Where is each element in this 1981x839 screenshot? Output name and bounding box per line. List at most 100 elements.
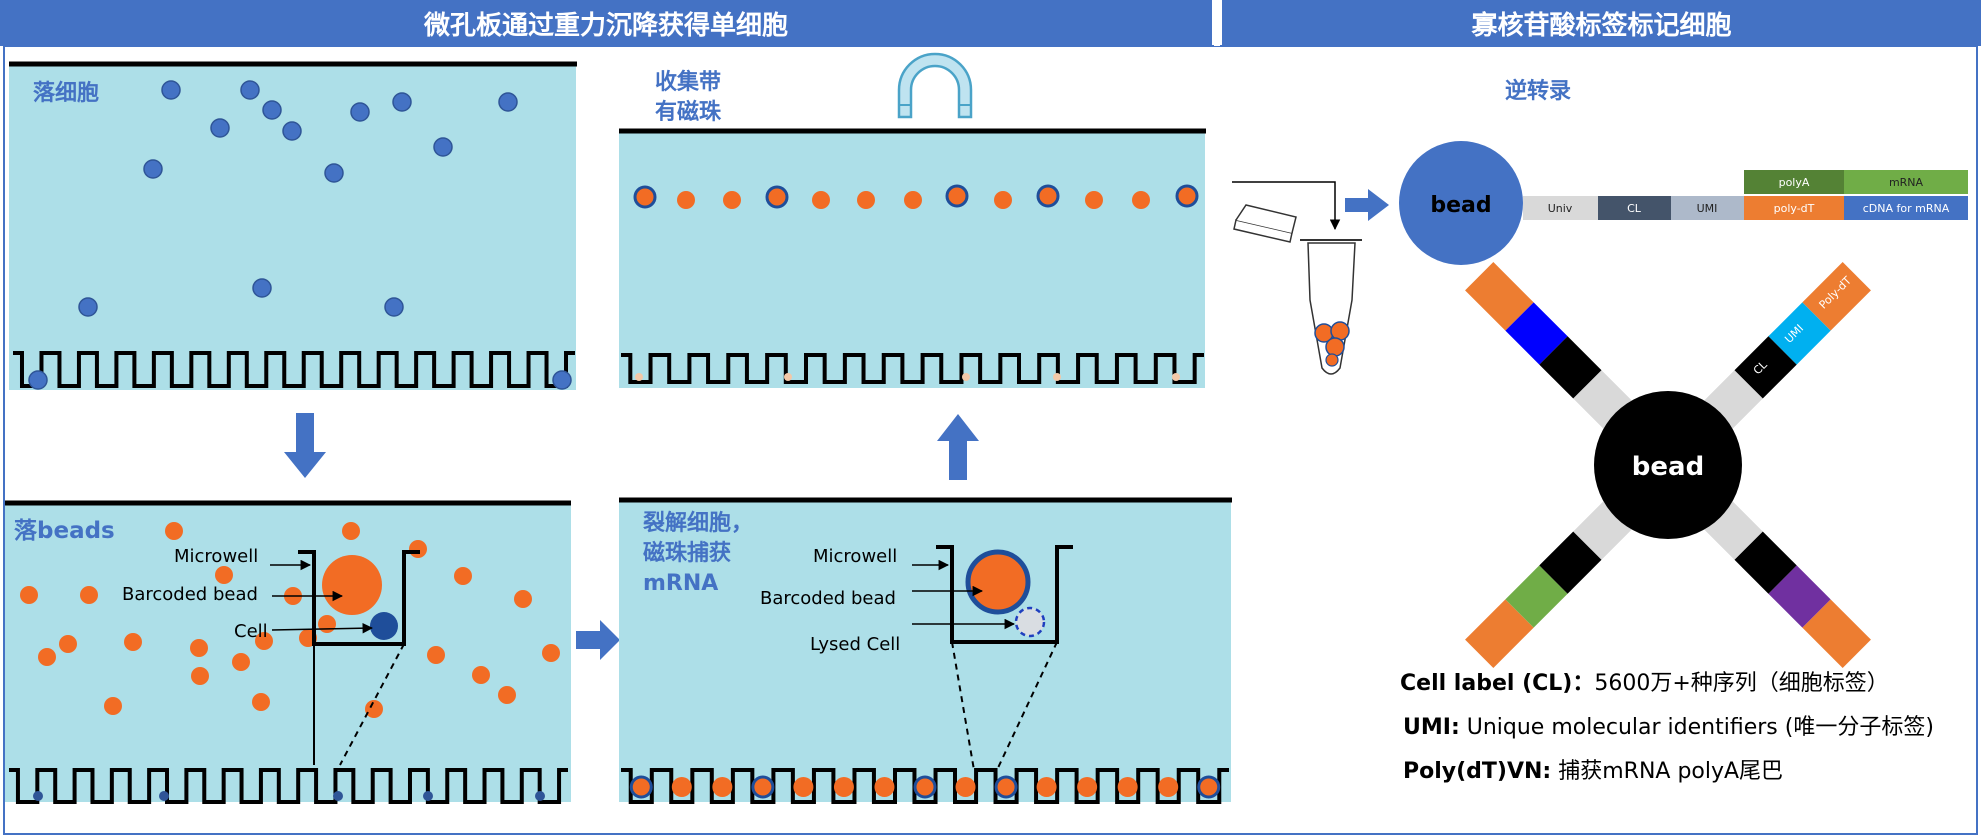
seg-polydt: poly-dT (1774, 202, 1815, 215)
settled-bead (1053, 373, 1061, 381)
bead (751, 775, 775, 799)
panel-lyse: Microwell Barcoded bead Lysed Cell 裂解细胞，… (619, 497, 1232, 804)
bead (542, 644, 560, 662)
bead (904, 191, 922, 209)
bead (994, 191, 1012, 209)
magnet-icon (897, 52, 973, 119)
bead-core-label: bead (1632, 452, 1704, 482)
seg-polya: polyA (1779, 176, 1810, 189)
bead-core (1594, 391, 1742, 539)
panel-title: 落细胞 (33, 80, 99, 106)
bead (514, 590, 532, 608)
legend-term: UMI: (1403, 715, 1460, 740)
bead (38, 648, 56, 666)
panel-title: 落beads (14, 518, 115, 544)
bead (1197, 775, 1221, 799)
cell (252, 278, 272, 298)
tube-icon (1233, 204, 1362, 375)
cell (282, 121, 302, 141)
microwell-strip (9, 768, 568, 804)
cell (392, 92, 412, 112)
cell (78, 297, 98, 317)
panel-title-line2: 磁珠捕获 (643, 540, 731, 566)
legend: Cell label (CL)：5600万+种序列（细胞标签） UMI: Uni… (1400, 671, 1934, 784)
bead-label: bead (1430, 193, 1491, 218)
bead (190, 639, 208, 657)
legend-desc: 5600万+种序列（细胞标签） (1594, 671, 1888, 696)
legend-desc: Unique molecular identifiers (唯一分子标签) (1460, 715, 1934, 740)
bead (409, 540, 427, 558)
bead (80, 586, 98, 604)
label-cell: Lysed Cell (810, 634, 900, 655)
bead (165, 522, 183, 540)
bead (104, 697, 122, 715)
cell (324, 163, 344, 183)
cell (433, 137, 453, 157)
bead (765, 185, 789, 209)
microwell-strip (13, 351, 575, 388)
bead (427, 646, 445, 664)
cell (28, 370, 48, 390)
microwell-strip (621, 768, 1229, 804)
bead (342, 522, 360, 540)
zoom-cell (370, 612, 398, 640)
bead (812, 191, 830, 209)
bead (833, 777, 854, 797)
legend-item-polydt: Poly(dT)VN: 捕获mRNA polyA尾巴 (1403, 759, 1783, 784)
label-bead: Barcoded bead (760, 588, 896, 609)
panel-drop-beads: Microwell Barcoded bead Cell 落beads (5, 500, 571, 804)
cell (143, 159, 163, 179)
bead (945, 184, 969, 208)
cell (552, 370, 572, 390)
bead (994, 775, 1018, 799)
bead (857, 191, 875, 209)
bead (712, 777, 733, 797)
cell (240, 80, 260, 100)
panel-title-line1: 收集带 (655, 69, 721, 95)
label-microwell: Microwell (813, 546, 897, 567)
rt-title: 逆转录 (1505, 78, 1571, 104)
settled-cell (159, 791, 169, 801)
zoom-barcoded-bead (965, 549, 1031, 615)
settled-cell (33, 791, 43, 801)
zoom-line-right (996, 641, 1058, 771)
zoom-lysed-cell (1014, 606, 1046, 638)
bead (215, 566, 233, 584)
bead-arm-diagram: Poly-dT UMI CL bead (1465, 262, 1871, 668)
bead (633, 185, 657, 209)
bead (874, 777, 895, 797)
bead (498, 686, 516, 704)
pointer-cell (271, 622, 374, 634)
panel-bg (9, 63, 576, 390)
seg-mrna: mRNA (1889, 176, 1924, 189)
label-microwell: Microwell (174, 546, 258, 567)
bead (454, 567, 472, 585)
linear-construct: bead Univ CL UMI poly-dT cDNA for mRNA p… (1399, 141, 1968, 265)
bead (793, 777, 814, 797)
panel-drop-cells: 落细胞 (9, 61, 577, 390)
bead (671, 777, 692, 797)
bead (1132, 191, 1150, 209)
outer-frame (3, 45, 1978, 835)
bead (913, 775, 937, 799)
cell (161, 80, 181, 100)
panel-bg (5, 502, 571, 802)
settled-bead (635, 373, 643, 381)
bead (472, 666, 490, 684)
bead (1175, 184, 1199, 208)
header-left: 微孔板通过重力沉降获得单细胞 (0, 0, 1212, 46)
bead (232, 653, 250, 671)
bead (252, 693, 270, 711)
legend-item-cl: Cell label (CL)：5600万+种序列（细胞标签） (1400, 671, 1889, 696)
up-arrow (937, 414, 979, 480)
panel-collect: 收集带 有磁珠 (619, 52, 1206, 388)
bead (59, 635, 77, 653)
legend-desc: 捕获mRNA polyA尾巴 (1551, 759, 1783, 784)
cell (210, 118, 230, 138)
zoom-barcoded-bead (322, 555, 382, 615)
bead (1085, 191, 1103, 209)
zoom-microwell (298, 550, 420, 646)
bead (20, 586, 38, 604)
down-arrow (284, 413, 326, 478)
zoom-microwell (936, 545, 1073, 644)
